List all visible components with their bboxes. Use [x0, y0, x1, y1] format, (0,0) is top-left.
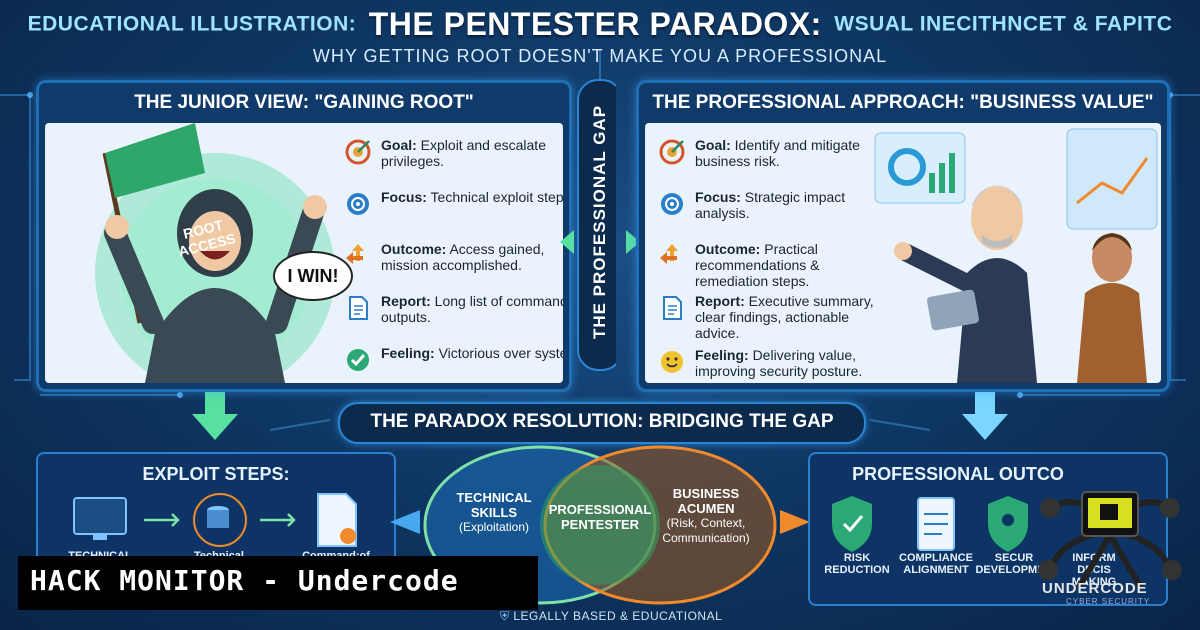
arrows-icon [660, 244, 678, 264]
item-value: Strategic impact analysis. [695, 189, 846, 221]
resolution-banner: THE PARADOX RESOLUTION: BRIDGING THE GAP [338, 402, 866, 444]
hack-monitor-banner: HACK MONITOR - Undercode [18, 556, 538, 610]
item-text: Report: Executive summary, clear finding… [695, 293, 895, 341]
item-label: Outcome: [381, 241, 447, 257]
outcome-label: SECUR DEVELOPMEN [975, 552, 1053, 576]
venn-left: TECHNICAL SKILLS (Exploitation) [444, 490, 544, 535]
exploit-steps-icons [73, 493, 357, 547]
exploit-steps-title: EXPLOIT STEPS: [142, 464, 290, 484]
item-value: Long list of command outputs. [381, 293, 563, 325]
undercode-logo [1038, 491, 1182, 588]
shield-icon [832, 496, 872, 552]
item-value: Identify and mitigate business risk. [695, 137, 860, 169]
item-value: Delivering value, improving security pos… [695, 347, 863, 379]
item-text: Focus: Technical exploit steps. [381, 189, 563, 205]
title-line: EDUCATIONAL ILLUSTRATION: THE PENTESTER … [0, 6, 1200, 43]
item-label: Outcome: [695, 241, 761, 257]
professionals-illustration [874, 128, 1158, 383]
hacker-illustration [95, 123, 335, 383]
junior-panel-body: ROOT ACCESS I WIN! Goal: Exploit and esc… [45, 123, 563, 383]
venn-left-sub: (Exploitation) [458, 520, 530, 534]
down-arrow-left [192, 392, 238, 440]
item-text: Goal: Exploit and escalate privileges. [381, 137, 563, 169]
item-value: Access gained, mission accomplished. [381, 241, 545, 273]
item-value: Victorious over systems. [438, 345, 563, 361]
venn-right-title: BUSINESS ACUMEN [672, 486, 740, 516]
document-icon [663, 296, 682, 320]
item-value: Practical recommendations & remediation … [695, 241, 820, 289]
item-text: Goal: Identify and mitigate business ris… [695, 137, 895, 169]
item-text: Feeling: Delivering value, improving sec… [695, 347, 895, 379]
item-label: Report: [381, 293, 431, 309]
junior-panel-title: THE JUNIOR VIEW: "GAINING ROOT" [134, 92, 474, 113]
header: EDUCATIONAL ILLUSTRATION: THE PENTESTER … [0, 0, 1200, 72]
page-subtitle: WHY GETTING ROOT DOESN'T MAKE YOU A PROF… [312, 46, 888, 66]
item-text: Report: Long list of command outputs. [381, 293, 563, 325]
professional-panel-title: THE PROFESSIONAL APPROACH: "BUSINESS VAL… [652, 92, 1154, 113]
item-label: Focus: [381, 189, 427, 205]
venn-right: BUSINESS ACUMEN (Risk, Context, Communic… [654, 486, 758, 546]
title-prefix: EDUCATIONAL ILLUSTRATION: [27, 12, 357, 36]
checkmark-icon [347, 349, 369, 371]
speech-bubble: I WIN! [273, 251, 353, 301]
title-suffix: WSUAL INECITHNCET & FAPITC [834, 12, 1173, 36]
professional-panel-body: Goal: Identify and mitigate business ris… [645, 123, 1161, 383]
item-value: Executive summary, clear findings, actio… [695, 293, 874, 341]
target-icon [345, 139, 371, 165]
crosshair-icon [661, 193, 683, 215]
banner-text: HACK MONITOR - Undercode [30, 564, 459, 597]
left-arrow-icon [390, 510, 420, 534]
professional-gap-pillar [577, 79, 616, 371]
item-value: Exploit and escalate privileges. [381, 137, 546, 169]
item-text: Feeling: Victorious over systems. [381, 345, 563, 361]
item-text: Outcome: Practical recommendations & rem… [695, 241, 895, 289]
item-label: Feeling: [381, 345, 435, 361]
item-label: Goal: [695, 137, 731, 153]
smiley-icon [661, 351, 683, 373]
item-text: Focus: Strategic impact analysis. [695, 189, 895, 221]
junior-panel: THE JUNIOR VIEW: "GAINING ROOT" ROOT ACC… [36, 80, 572, 392]
outcomes-icons [832, 496, 1028, 552]
outcome-label: COMPLIANCE ALIGNMENT [899, 552, 973, 576]
footer-shield-icon: ⛨ [500, 609, 510, 623]
item-label: Focus: [695, 189, 741, 205]
outcomes-box: PROFESSIONAL OUTCO RISK REDUCTION COMPLI… [808, 452, 1168, 606]
undercode-tagline: CYBER SECURITY [1066, 597, 1151, 606]
outcomes-title: PROFESSIONAL OUTCO [852, 464, 1064, 484]
item-label: Goal: [381, 137, 417, 153]
outcome-label: RISK REDUCTION [824, 552, 890, 576]
legal-footer: ⛨ LEGALLY BASED & EDUCATIONAL [500, 609, 722, 624]
venn-right-sub: (Risk, Context, Communication) [662, 516, 750, 545]
down-arrow-right [962, 392, 1008, 440]
gap-arrows [560, 230, 640, 254]
venn-left-title: TECHNICAL SKILLS [456, 490, 532, 520]
item-label: Feeling: [695, 347, 749, 363]
right-arrow-icon [780, 510, 810, 534]
item-text: Outcome: Access gained, mission accompli… [381, 241, 563, 273]
item-label: Report: [695, 293, 745, 309]
professional-panel: THE PROFESSIONAL APPROACH: "BUSINESS VAL… [636, 80, 1170, 392]
document-icon [349, 296, 368, 320]
legal-text: LEGALLY BASED & EDUCATIONAL [513, 609, 723, 623]
undercode-brand: UNDERCODE [1042, 580, 1148, 597]
arrows-icon [346, 244, 364, 264]
crosshair-icon [347, 193, 369, 215]
page-title: THE PENTESTER PARADOX: [368, 6, 822, 42]
target-icon [659, 139, 685, 165]
venn-center: PROFESSIONAL PENTESTER [548, 502, 652, 532]
item-value: Technical exploit steps. [430, 189, 563, 205]
